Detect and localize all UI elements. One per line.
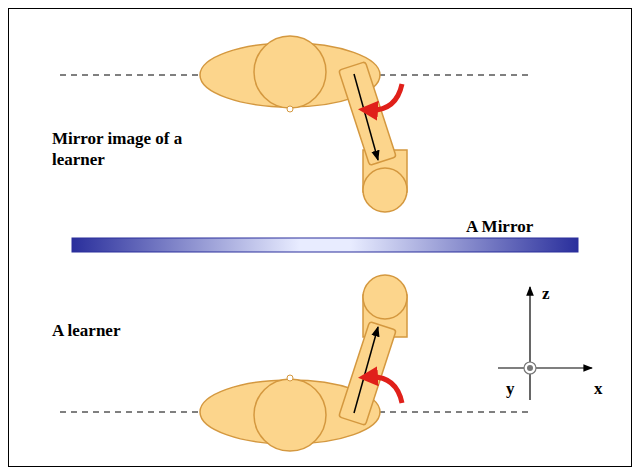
mirror-label: A Mirror <box>466 216 596 237</box>
axis-label: z <box>542 283 572 304</box>
figure-caption: Mirror image of a learner <box>52 128 227 170</box>
axis-label: x <box>594 378 624 399</box>
axis-label: y <box>506 378 536 399</box>
figure-caption: A learner <box>52 320 227 341</box>
